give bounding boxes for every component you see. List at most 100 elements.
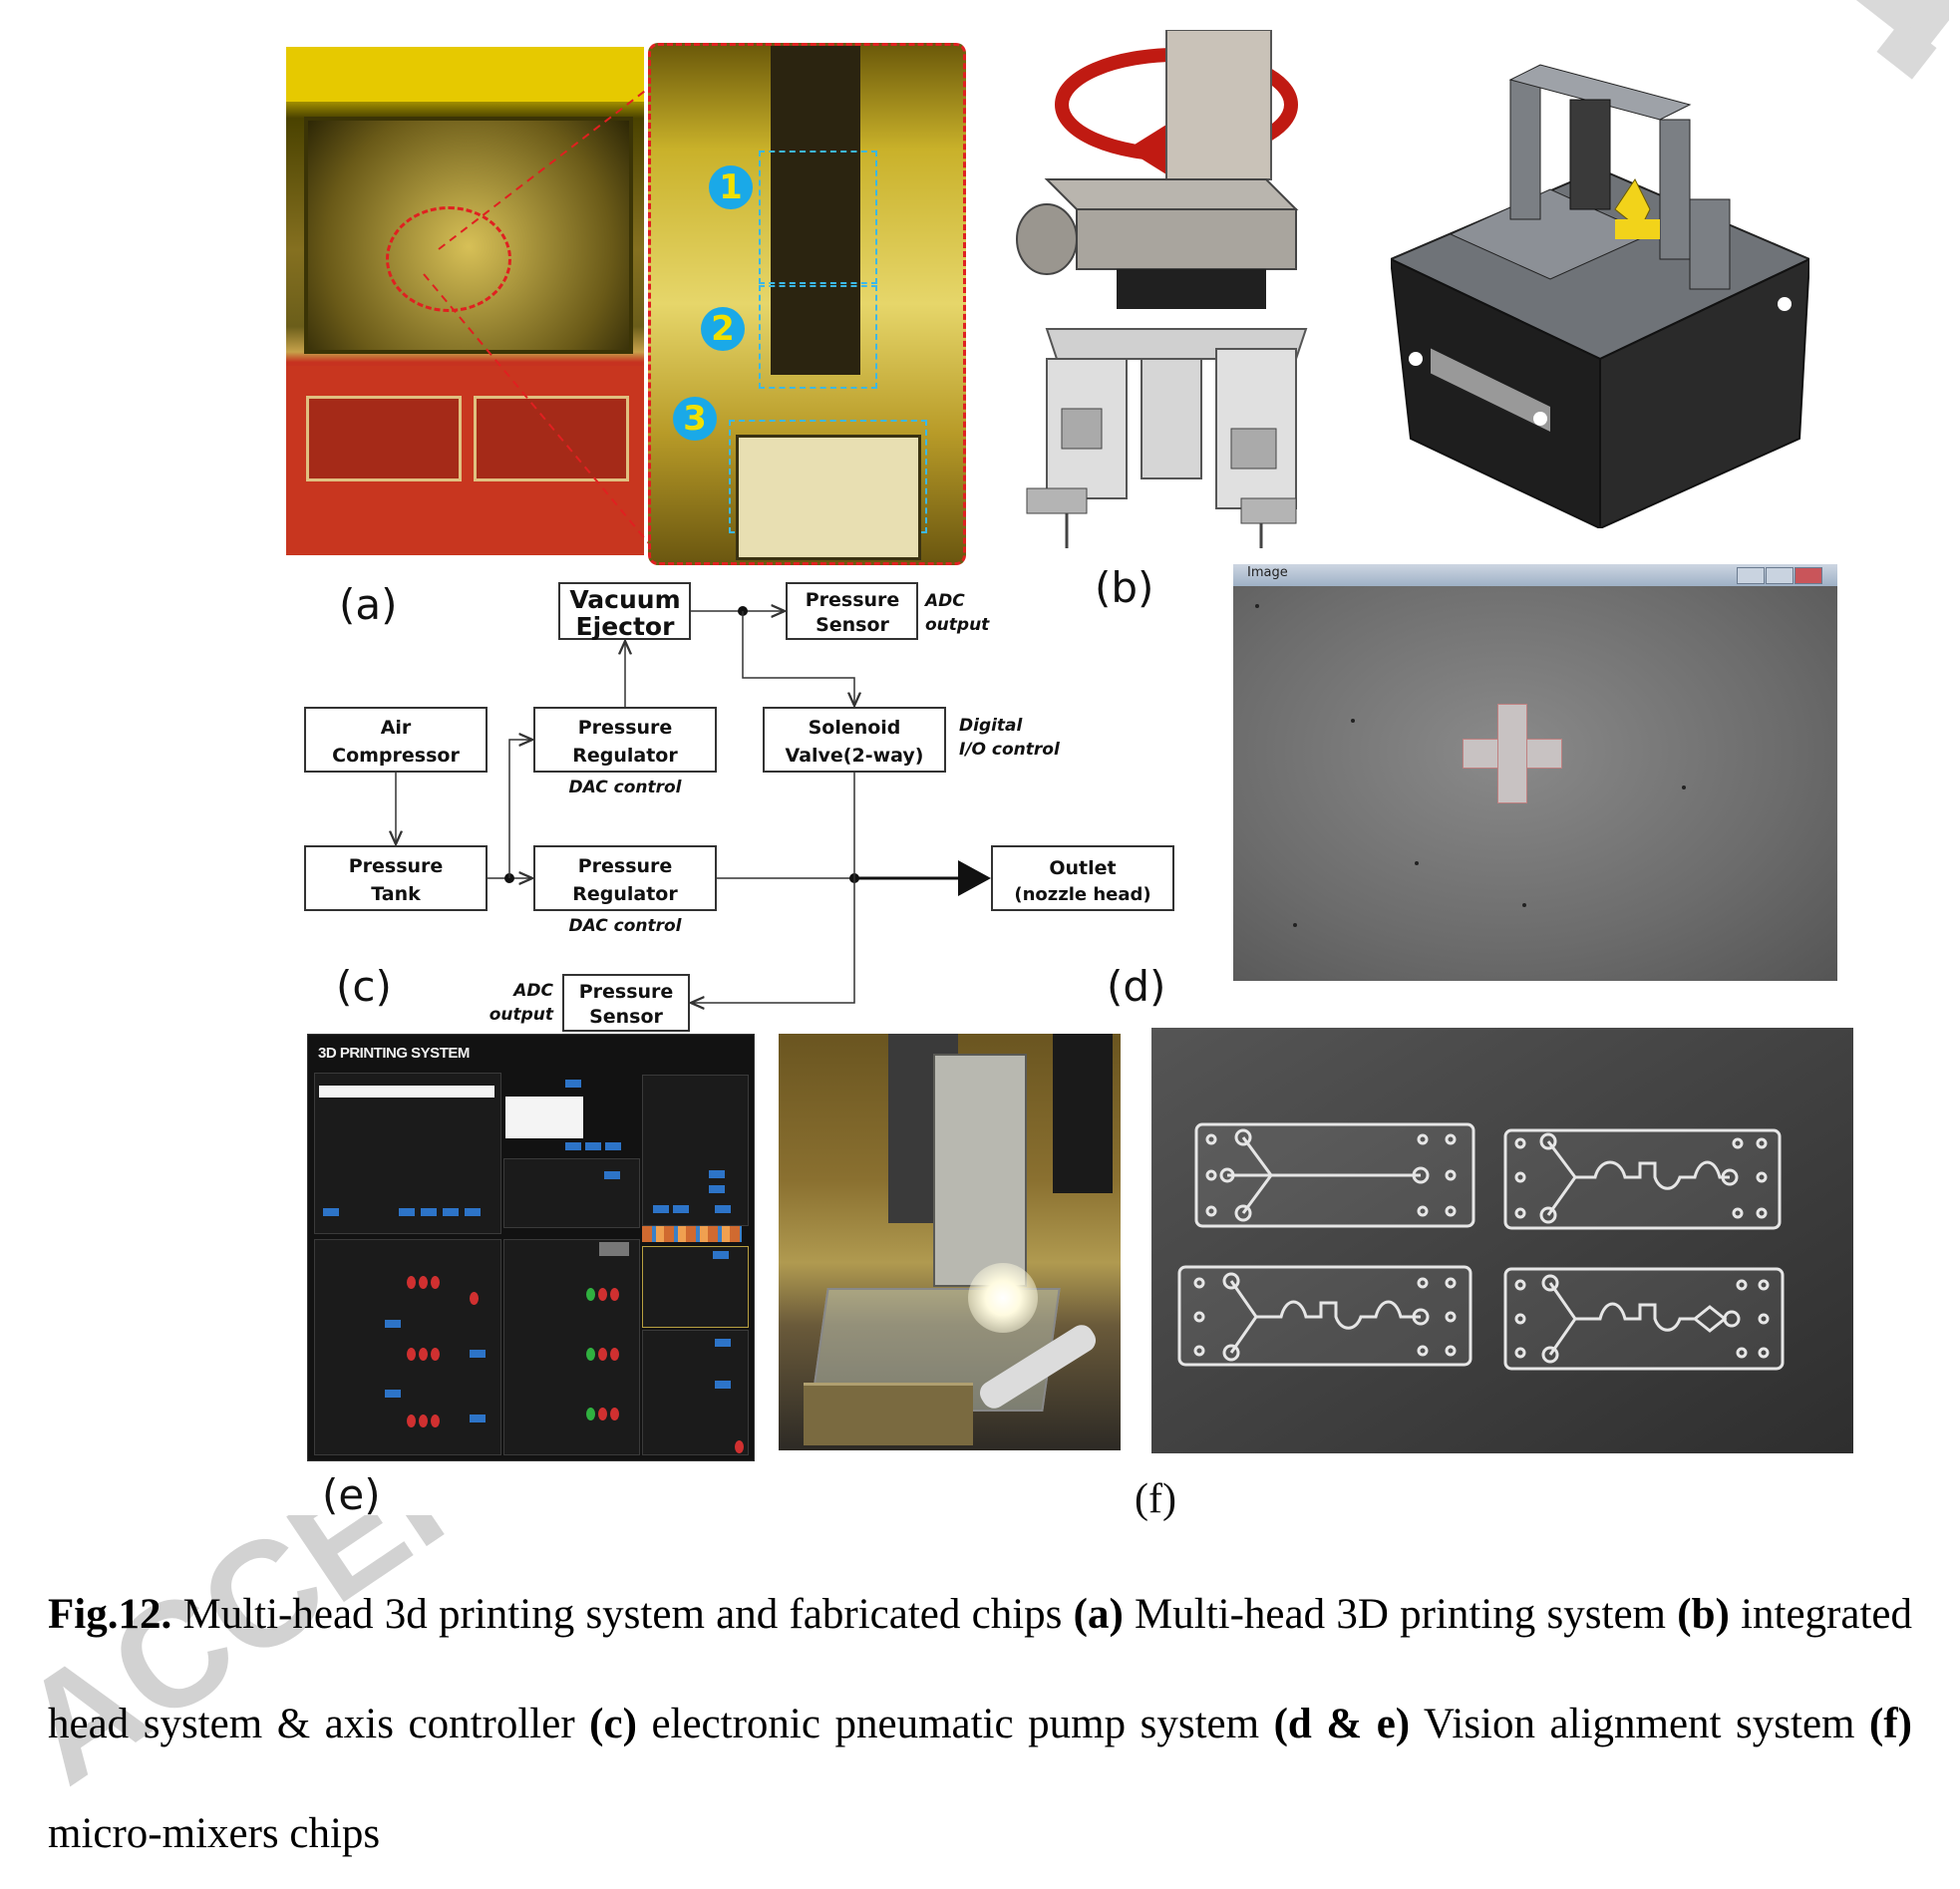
dust-speck <box>1351 719 1355 723</box>
box-outlet <box>991 845 1174 911</box>
status-light <box>407 1348 416 1361</box>
caption-ref-a: (a) <box>1073 1591 1124 1638</box>
program-button[interactable] <box>421 1208 437 1216</box>
zoom-region-highlight <box>386 206 511 312</box>
rotation-button[interactable] <box>673 1205 689 1213</box>
pneumatic-pump-block-diagram: Vacuum Ejector Pressure Sensor ADC outpu… <box>304 582 1174 1032</box>
window-title: Image <box>1247 565 1288 580</box>
cabinet-drawer-right <box>474 396 629 481</box>
note-adc-top-2: output <box>925 615 990 635</box>
close-button[interactable] <box>1795 567 1822 584</box>
marker-1: 1 <box>709 165 753 209</box>
caption-ref-c: (c) <box>589 1701 637 1747</box>
rotation-button[interactable] <box>653 1205 669 1213</box>
box-pressure-sensor-top <box>786 582 918 640</box>
label-outlet-1: Outlet <box>1049 857 1116 879</box>
rotation-stage-panel <box>642 1075 749 1226</box>
info-button[interactable] <box>565 1080 581 1088</box>
label-pressure-regulator-top-1: Pressure <box>578 717 673 739</box>
caption-ref-b: (b) <box>1677 1591 1730 1638</box>
label-solenoid-valve-1: Solenoid <box>809 717 901 739</box>
head-1-box <box>759 151 877 284</box>
minimize-button[interactable] <box>1737 567 1765 584</box>
program-button[interactable] <box>323 1208 339 1216</box>
label-pressure-sensor-bottom-2: Sensor <box>589 1006 663 1028</box>
info-button[interactable] <box>565 1142 581 1150</box>
marker-3: 3 <box>673 397 717 441</box>
z-stage <box>933 1054 1027 1287</box>
program-button[interactable] <box>443 1208 459 1216</box>
program-list <box>319 1086 494 1098</box>
note-digital-io-1: Digital <box>959 716 1024 736</box>
io-button[interactable] <box>604 1171 620 1179</box>
label-pressure-sensor-bottom-1: Pressure <box>579 981 674 1003</box>
box-solenoid-valve <box>763 707 946 773</box>
dust-speck <box>1682 786 1686 789</box>
note-dac-bottom: DAC control <box>568 916 682 936</box>
head-column <box>771 46 860 375</box>
panel-label-c: (c) <box>336 962 392 1011</box>
status-light <box>586 1348 595 1361</box>
note-adc-top-1: ADC <box>923 591 965 611</box>
header-button[interactable] <box>385 1320 401 1328</box>
window-title-bar <box>1233 564 1837 586</box>
status-light <box>470 1292 479 1305</box>
box-pressure-tank <box>304 845 488 911</box>
box-pressure-regulator-top <box>533 707 717 773</box>
rotation-button[interactable] <box>715 1205 731 1213</box>
dust-speck <box>1293 923 1297 927</box>
cabinet-window <box>304 117 633 354</box>
header-button[interactable] <box>470 1350 486 1358</box>
print-tray <box>736 435 921 560</box>
printer-cabinet-photo <box>286 47 644 555</box>
label-pressure-tank-1: Pressure <box>349 855 444 877</box>
note-adc-bottom-2: output <box>490 1005 554 1025</box>
status-light <box>610 1288 619 1301</box>
header-button[interactable] <box>470 1415 486 1422</box>
head-2-box <box>759 285 877 389</box>
nozzle-alignment-photo <box>779 1034 1121 1450</box>
label-solenoid-valve-2: Valve(2-way) <box>786 745 924 767</box>
ring-light <box>968 1263 1038 1333</box>
marker-2: 2 <box>701 307 745 351</box>
rotation-button[interactable] <box>709 1170 725 1178</box>
caption-ref-f: (f) <box>1869 1701 1912 1747</box>
stage-base <box>804 1383 973 1445</box>
status-light <box>419 1348 428 1361</box>
label-pressure-sensor-top-2: Sensor <box>816 614 889 636</box>
caption-text-1: Multi-head 3d printing system and fabric… <box>171 1591 1074 1638</box>
note-adc-bottom-1: ADC <box>511 981 553 1001</box>
cabinet-drawer-left <box>306 396 462 481</box>
maximize-button[interactable] <box>1766 567 1794 584</box>
label-pressure-sensor-top-1: Pressure <box>806 589 900 611</box>
rotation-button[interactable] <box>709 1185 725 1193</box>
status-light <box>598 1408 607 1420</box>
label-pressure-regulator-bottom-1: Pressure <box>578 855 673 877</box>
xyz-stage-panel <box>503 1239 640 1455</box>
program-panel <box>314 1073 501 1234</box>
dispenser-button[interactable] <box>715 1381 731 1389</box>
offset-manager-panel <box>642 1246 749 1328</box>
status-light <box>586 1288 595 1301</box>
caption-text-3: integrated head system & axis controller <box>48 1591 1912 1747</box>
program-button[interactable] <box>465 1208 481 1216</box>
info-button[interactable] <box>605 1142 621 1150</box>
caption-text-5: Vision alignment system <box>1410 1701 1870 1747</box>
status-light <box>735 1440 744 1453</box>
panel-label-e: (e) <box>322 1470 381 1519</box>
status-light <box>431 1348 440 1361</box>
note-dac-top: DAC control <box>568 778 682 797</box>
program-button[interactable] <box>399 1208 415 1216</box>
status-light <box>610 1348 619 1361</box>
header-button[interactable] <box>385 1390 401 1398</box>
dispenser-button[interactable] <box>715 1339 731 1347</box>
offset-button[interactable] <box>713 1251 729 1259</box>
xyz-display <box>599 1242 629 1256</box>
label-air-compressor-2: Compressor <box>332 745 460 767</box>
label-vacuum-ejector-2: Ejector <box>576 612 676 641</box>
software-title: 3D PRINTING SYSTEM <box>318 1045 470 1062</box>
label-air-compressor-1: Air <box>381 717 412 739</box>
label-vacuum-ejector-1: Vacuum <box>569 585 680 614</box>
status-light <box>586 1408 595 1420</box>
info-button[interactable] <box>585 1142 601 1150</box>
